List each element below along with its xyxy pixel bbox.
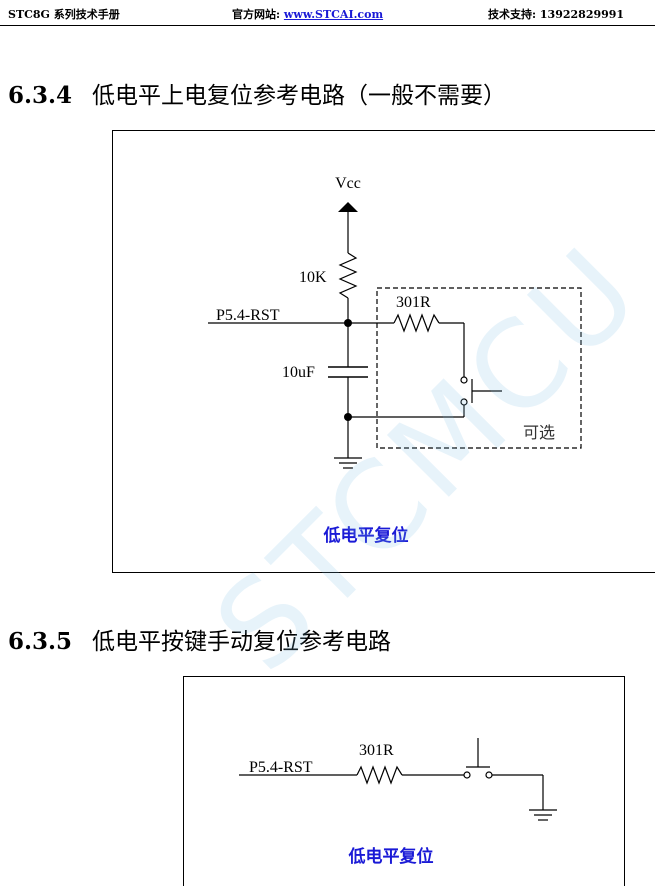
website-link[interactable]: www.STCAI.com [284, 8, 383, 21]
website-info: 官方网站: www.STCAI.com [232, 6, 383, 22]
switch-contact [461, 399, 467, 405]
optional-label: 可选 [523, 424, 555, 442]
vcc-arrow-icon [338, 202, 358, 212]
power-on-reset-circuit: Vcc 10K P5.4-RST 301R 10uF 可选 低电平复位 [112, 130, 655, 573]
pullup-label: 10K [299, 269, 327, 286]
series-resistor-label: 301R [396, 294, 431, 311]
switch-contact [461, 377, 467, 383]
vcc-label: Vcc [335, 175, 361, 192]
section-number: 6.3.4 [8, 82, 72, 109]
support-info: 技术支持: 13922829991 [488, 6, 624, 22]
series-resistor-301r [357, 767, 402, 783]
optional-section-box [377, 288, 581, 448]
capacitor-label: 10uF [282, 364, 315, 381]
circuit-caption: 低电平复位 [323, 525, 409, 546]
junction-dot [344, 413, 352, 421]
junction-dot [344, 319, 352, 327]
doc-title: STC8G 系列技术手册 [8, 6, 120, 22]
pin-label: P5.4-RST [216, 307, 280, 324]
series-resistor-301r [394, 315, 439, 331]
page-header: STC8G 系列技术手册 官方网站: www.STCAI.com 技术支持: 1… [0, 0, 655, 26]
section-title-text: 低电平上电复位参考电路（一般不需要） [92, 83, 506, 109]
pullup-resistor-10k [340, 253, 356, 298]
section-number: 6.3.5 [8, 628, 72, 655]
section-6-3-5-title: 6.3.5 低电平按键手动复位参考电路 [8, 622, 391, 656]
circuit-caption: 低电平复位 [348, 846, 434, 867]
circuit-frame [113, 131, 655, 573]
section-6-3-4-title: 6.3.4 低电平上电复位参考电路（一般不需要） [8, 76, 506, 110]
section-title-text: 低电平按键手动复位参考电路 [92, 629, 391, 655]
pin-label: P5.4-RST [249, 759, 313, 776]
switch-contact [464, 772, 470, 778]
manual-reset-circuit: P5.4-RST 301R 低电平复位 [183, 676, 626, 886]
switch-contact [486, 772, 492, 778]
series-resistor-label: 301R [359, 742, 394, 759]
website-label: 官方网站: [232, 8, 284, 21]
